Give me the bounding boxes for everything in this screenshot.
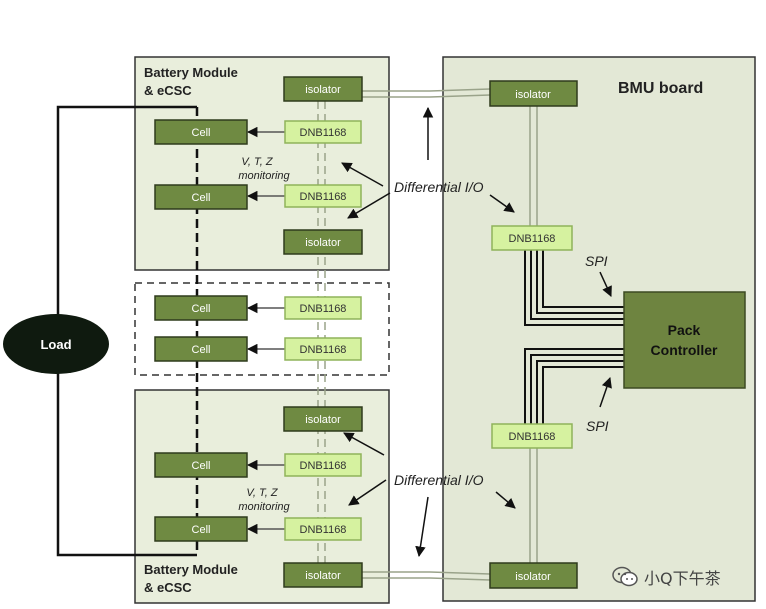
isolator-label: isolator xyxy=(305,84,341,96)
dnb-label: DNB1168 xyxy=(509,431,556,443)
differential-arrows xyxy=(341,106,516,558)
bmu-isolator-bottom: isolator xyxy=(489,562,578,589)
isolator-label: isolator xyxy=(305,237,341,249)
module-bottom-title-line1: Battery Module xyxy=(144,562,238,577)
spi-arrows xyxy=(599,271,612,408)
spi-label-bottom: SPI xyxy=(586,418,609,434)
cell-label: Cell xyxy=(192,344,211,356)
bmu-dnb-top: DNB1168 xyxy=(491,225,573,251)
module-bottom-title-line2: & eCSC xyxy=(144,580,192,595)
spi-bus-top xyxy=(524,250,625,326)
dnb-label: DNB1168 xyxy=(300,524,347,536)
isolator-block: isolator xyxy=(283,229,363,255)
load-wire-bottom xyxy=(56,370,197,557)
isolator-label: isolator xyxy=(515,571,551,583)
pack-controller-line2: Controller xyxy=(651,342,718,358)
dnb-chip: DNB1168 xyxy=(284,296,362,320)
cell-label: Cell xyxy=(192,127,211,139)
isolator-label: isolator xyxy=(305,570,341,582)
dnb-chip: DNB1168 xyxy=(284,120,362,144)
dnb-chip: DNB1168 xyxy=(284,453,362,477)
isolator-block: isolator xyxy=(283,76,363,102)
watermark-text: 小Q下午茶 xyxy=(644,569,721,588)
load-ellipse xyxy=(3,314,109,374)
cell-label: Cell xyxy=(192,303,211,315)
dnb-label: DNB1168 xyxy=(300,460,347,472)
cell-block: Cell xyxy=(154,516,248,542)
spi-label-top: SPI xyxy=(585,253,608,269)
isolator-label: isolator xyxy=(515,89,551,101)
cell-label: Cell xyxy=(192,524,211,536)
dnb-label: DNB1168 xyxy=(300,127,347,139)
cell-block: Cell xyxy=(154,184,248,210)
cell-block: Cell xyxy=(154,452,248,478)
isolator-block: isolator xyxy=(283,406,363,432)
monitoring-label-bottom-2: monitoring xyxy=(238,501,290,513)
load-label: Load xyxy=(40,337,71,352)
dnb-label: DNB1168 xyxy=(300,303,347,315)
spi-bus-bottom xyxy=(524,348,625,424)
bmu-chain-lines xyxy=(529,106,538,563)
pack-controller-line1: Pack xyxy=(668,322,701,338)
bmu-isolator-top: isolator xyxy=(489,80,578,107)
dnb-chip: DNB1168 xyxy=(284,337,362,361)
differential-io-label-bottom: Differential I/O xyxy=(394,472,484,488)
bmu-dnb-bottom: DNB1168 xyxy=(491,423,573,449)
isolator-links xyxy=(362,88,491,581)
monitoring-label-bottom-1: V, T, Z xyxy=(246,487,278,499)
module-top-title-line2: & eCSC xyxy=(144,83,192,98)
differential-io-label-top: Differential I/O xyxy=(394,179,484,195)
dnb-chip: DNB1168 xyxy=(284,184,362,208)
dnb-label: DNB1168 xyxy=(300,344,347,356)
bmu-board-title: BMU board xyxy=(618,80,703,97)
cell-block: Cell xyxy=(154,295,248,321)
cell-label: Cell xyxy=(192,460,211,472)
wechat-icon xyxy=(612,566,638,587)
dnb-chip: DNB1168 xyxy=(284,517,362,541)
dnb-label: DNB1168 xyxy=(509,233,556,245)
monitoring-arrows xyxy=(246,126,285,535)
cell-label: Cell xyxy=(192,192,211,204)
monitoring-label-top-2: monitoring xyxy=(238,170,290,182)
dnb-label: DNB1168 xyxy=(300,191,347,203)
module-top-title-line1: Battery Module xyxy=(144,65,238,80)
monitoring-label-top-1: V, T, Z xyxy=(241,156,273,168)
cell-block: Cell xyxy=(154,119,248,145)
isolator-label: isolator xyxy=(305,414,341,426)
cell-block: Cell xyxy=(154,336,248,362)
load-wire-top xyxy=(56,105,197,318)
pack-controller-block xyxy=(623,291,746,389)
watermark: 小Q下午茶 xyxy=(612,562,762,592)
isolator-block: isolator xyxy=(283,562,363,588)
